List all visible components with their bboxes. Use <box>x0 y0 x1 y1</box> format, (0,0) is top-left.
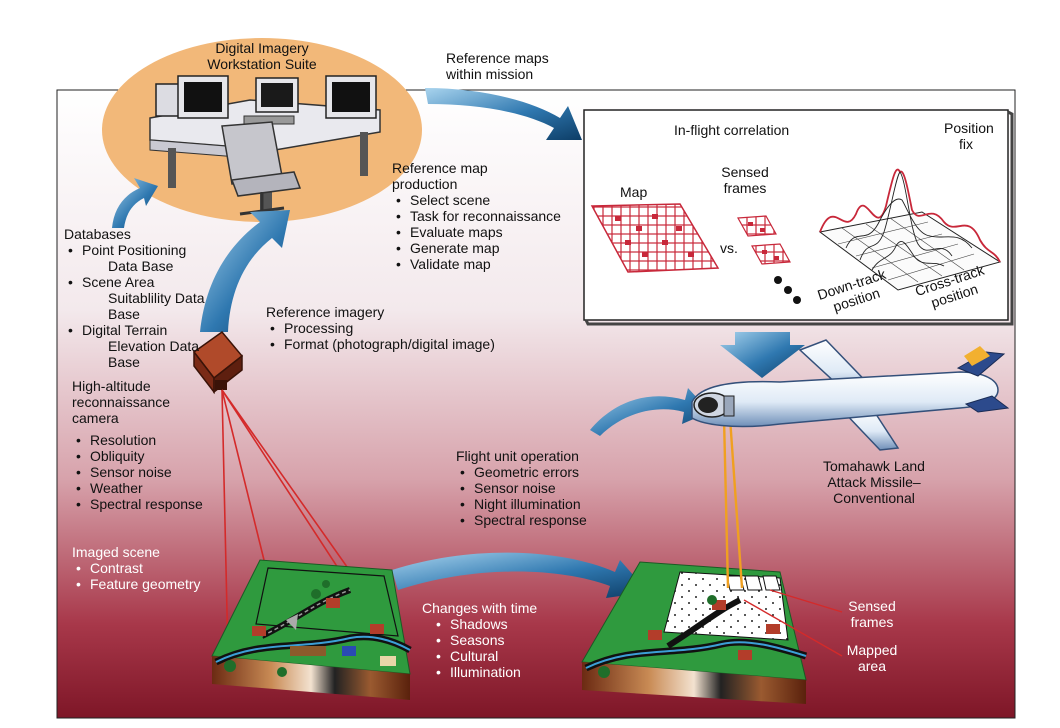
list-item: Resolution <box>72 432 203 448</box>
changes-list: Shadows Seasons Cultural Illumination <box>422 616 537 680</box>
imaged-scene-block: Imaged scene Contrast Feature geometry <box>72 544 201 592</box>
ref-maps-mission-label: Reference maps within mission <box>446 50 549 82</box>
ref-imagery-list: Processing Format (photograph/digital im… <box>266 320 495 352</box>
arrow-into-missile <box>590 388 710 436</box>
workstation-title: Digital Imagery Workstation Suite <box>207 40 317 72</box>
list-item: Generate map <box>392 240 561 256</box>
ref-imagery-title: Reference imagery <box>266 304 385 320</box>
imaged-scene-title: Imaged scene <box>72 544 160 560</box>
list-item: Spectral response <box>72 496 203 512</box>
list-item: Geometric errors <box>456 464 587 480</box>
databases-title: Databases <box>64 226 131 242</box>
sensed-frames-label: Sensed frames <box>848 598 896 630</box>
list-item: Processing <box>266 320 495 336</box>
correlation-title: In-flight correlation <box>674 122 790 138</box>
list-item: Sensor noise <box>456 480 587 496</box>
map-production-list: Select scene Task for reconnaissance Eva… <box>392 192 561 272</box>
map-label: Map <box>620 184 648 200</box>
reference-map-grid <box>590 203 720 273</box>
camera-block: High-altitude reconnaissance camera Reso… <box>72 378 203 512</box>
changes-block: Changes with time Shadows Seasons Cultur… <box>422 600 537 680</box>
arrow-camera-to-workstation <box>200 210 290 332</box>
map-production-block: Reference map production Select scene Ta… <box>392 160 561 272</box>
list-item: Weather <box>72 480 203 496</box>
correlation-surface-plot <box>818 168 1002 291</box>
sensed-frames-box-label: Sensed frames <box>721 164 769 196</box>
sensed-frame-tiles <box>737 215 791 265</box>
imaged-scene-list: Contrast Feature geometry <box>72 560 201 592</box>
list-item: Seasons <box>432 632 537 648</box>
workstation-desk-icon <box>149 75 381 218</box>
ellipsis-dot <box>784 286 792 294</box>
list-item: Digital Terrain Elevation Data Base <box>64 322 205 370</box>
list-item: Spectral response <box>456 512 587 528</box>
imaged-scene-terrain <box>211 559 412 700</box>
missile-sensor-beams <box>722 417 744 589</box>
mapped-area-pointer <box>743 599 843 657</box>
changes-title: Changes with time <box>422 600 538 616</box>
flight-unit-list: Geometric errors Sensor noise Night illu… <box>456 464 587 528</box>
list-item: Illumination <box>432 664 537 680</box>
databases-block: Databases Point Positioning Data Base Sc… <box>64 226 205 370</box>
arrow-workstation-to-correlation <box>425 88 582 140</box>
databases-list: Point Positioning Data Base Scene Area S… <box>64 242 205 370</box>
flight-unit-title: Flight unit operation <box>456 448 579 464</box>
list-item: Cultural <box>432 648 537 664</box>
list-item: Evaluate maps <box>392 224 561 240</box>
camera-title: High-altitude reconnaissance camera <box>72 378 171 426</box>
mapped-area-label: Mapped area <box>846 642 898 674</box>
arrow-correlation-to-missile <box>720 332 805 378</box>
camera-list: Resolution Obliquity Sensor noise Weathe… <box>72 432 203 512</box>
map-production-title: Reference map production <box>392 160 488 192</box>
list-item: Obliquity <box>72 448 203 464</box>
list-item: Task for reconnaissance <box>392 208 561 224</box>
list-item: Contrast <box>72 560 201 576</box>
flight-unit-block: Flight unit operation Geometric errors S… <box>456 448 587 528</box>
list-item: Night illumination <box>456 496 587 512</box>
list-item: Shadows <box>432 616 537 632</box>
ref-imagery-block: Reference imagery Processing Format (pho… <box>266 304 495 352</box>
list-item: Validate map <box>392 256 561 272</box>
ellipsis-dot <box>774 276 782 284</box>
arrow-databases-to-workstation <box>112 178 158 228</box>
list-item: Select scene <box>392 192 561 208</box>
ellipsis-dot <box>793 296 801 304</box>
list-item: Format (photograph/digital image) <box>266 336 495 352</box>
missile-name-label: Tomahawk Land Attack Missile– Convention… <box>823 458 925 506</box>
reconnaissance-camera-icon <box>192 330 244 395</box>
tomahawk-missile-icon <box>691 339 1010 451</box>
mapped-scene-terrain <box>581 561 808 704</box>
list-item: Feature geometry <box>72 576 201 592</box>
arrow-scene-to-scene <box>392 552 648 598</box>
vs-label: vs. <box>720 240 738 256</box>
sensed-frames-pointer <box>769 589 843 613</box>
list-item: Sensor noise <box>72 464 203 480</box>
position-fix-label: Position fix <box>944 120 994 152</box>
list-item: Point Positioning Data Base <box>64 242 205 274</box>
list-item: Scene Area Suitablility Data Base <box>64 274 205 322</box>
